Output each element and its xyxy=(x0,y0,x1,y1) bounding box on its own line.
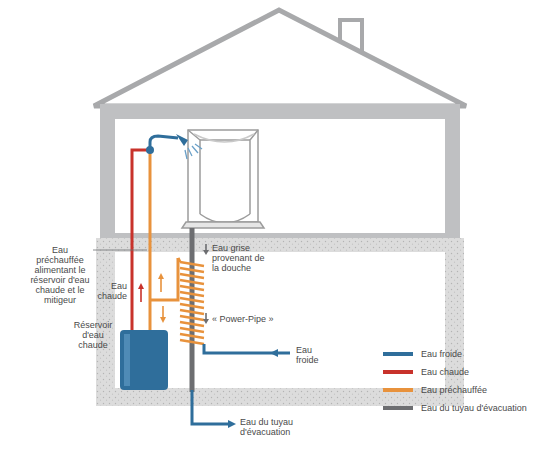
legend-label: Eau préchauffée xyxy=(421,385,487,395)
roof xyxy=(94,10,466,106)
drain-outlet xyxy=(192,390,228,424)
shower-head xyxy=(176,134,188,146)
shower-enclosure xyxy=(182,130,264,228)
water-tank xyxy=(120,330,168,390)
annotation-label: Eau préchauffée alimentant le réservoir … xyxy=(30,245,90,305)
annotation-label: « Power-Pipe » xyxy=(212,314,292,324)
annotation-label: Réservoir d'eau chaude xyxy=(70,320,116,350)
legend-swatch xyxy=(383,406,413,410)
flow-arrow xyxy=(270,349,278,357)
legend-swatch xyxy=(383,370,413,374)
shower-spray xyxy=(185,144,202,159)
preheated-pipe xyxy=(149,152,152,330)
power-pipe-coil xyxy=(180,262,204,344)
mixer xyxy=(146,146,154,154)
legend-swatch xyxy=(383,352,413,356)
annotation-label: Eau grise provenant de la douche xyxy=(212,243,268,273)
legend-label: Eau chaude xyxy=(421,367,469,377)
room xyxy=(115,119,445,233)
wall xyxy=(100,104,460,238)
shower-pipe xyxy=(150,136,178,152)
legend-label: Eau du tuyau d'évacuation xyxy=(421,403,527,413)
annotation-label: Eau froide xyxy=(296,345,336,365)
legend-label: Eau froide xyxy=(421,349,462,359)
annotation-label: Eau chaude xyxy=(93,281,127,301)
flow-arrow xyxy=(228,420,236,428)
hot-pipe xyxy=(132,150,150,330)
leader-line xyxy=(93,250,147,251)
flow-arrow xyxy=(138,244,209,324)
tank-highlight xyxy=(124,334,130,386)
preheated-pipe xyxy=(150,258,178,300)
legend-swatch xyxy=(383,388,413,392)
drain-pipe xyxy=(190,228,195,392)
annotation-label: Eau du tuyau d'évacuation xyxy=(240,417,302,437)
